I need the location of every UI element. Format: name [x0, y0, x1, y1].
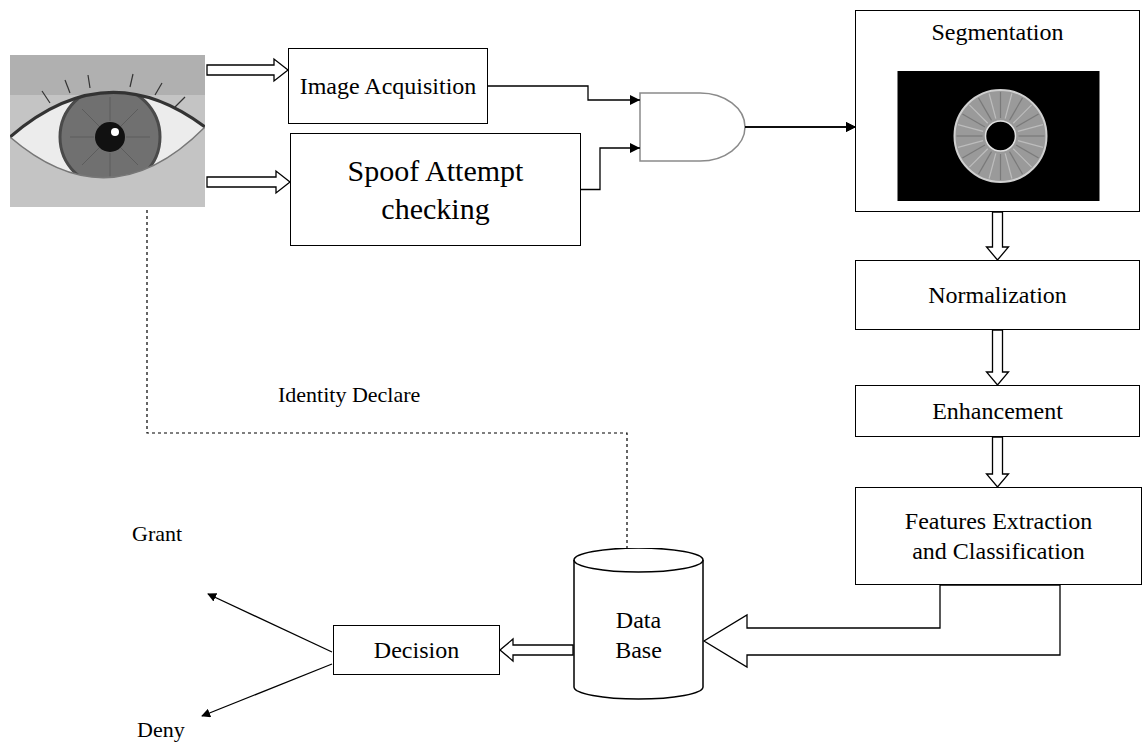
process-box: Enhancement	[855, 385, 1140, 437]
process-box: Image Acquisition	[288, 48, 488, 124]
input-arrows	[207, 59, 290, 193]
node-label: Features Extraction and Classification	[886, 506, 1111, 566]
process-box: Segmentation	[855, 10, 1140, 212]
identity-dashed-line	[147, 210, 627, 548]
process-box: Spoof Attempt checking	[290, 133, 581, 246]
database-cylinder: Data Base	[573, 548, 704, 700]
and-gate	[640, 93, 745, 161]
outcome-label: Deny	[135, 717, 187, 743]
flow-arrow	[987, 330, 1009, 385]
node-label: Spoof Attempt checking	[321, 152, 550, 227]
flow-arrow	[500, 639, 573, 661]
node-label: Decision	[374, 635, 459, 665]
process-box: Features Extraction and Classification	[855, 487, 1142, 585]
flow-arrow	[581, 127, 855, 190]
eye-photo	[10, 55, 205, 207]
node-label: Enhancement	[932, 396, 1063, 426]
edge-note: Identity Declare	[276, 382, 422, 408]
gate-input-heads	[630, 95, 640, 153]
flow-arrow	[987, 437, 1009, 487]
node-label: Normalization	[928, 280, 1067, 310]
grant-arrow	[208, 594, 332, 652]
node-label: Data Base	[601, 605, 676, 665]
process-box: Decision	[333, 625, 500, 675]
outcome-label: Grant	[130, 521, 184, 547]
flow-arrow	[704, 585, 1060, 667]
process-box: Normalization	[855, 260, 1140, 330]
flow-arrow	[488, 86, 855, 127]
node-label: Segmentation	[932, 17, 1064, 47]
flow-arrow	[987, 212, 1009, 260]
node-label: Image Acquisition	[300, 71, 477, 101]
deny-arrow	[202, 664, 332, 716]
